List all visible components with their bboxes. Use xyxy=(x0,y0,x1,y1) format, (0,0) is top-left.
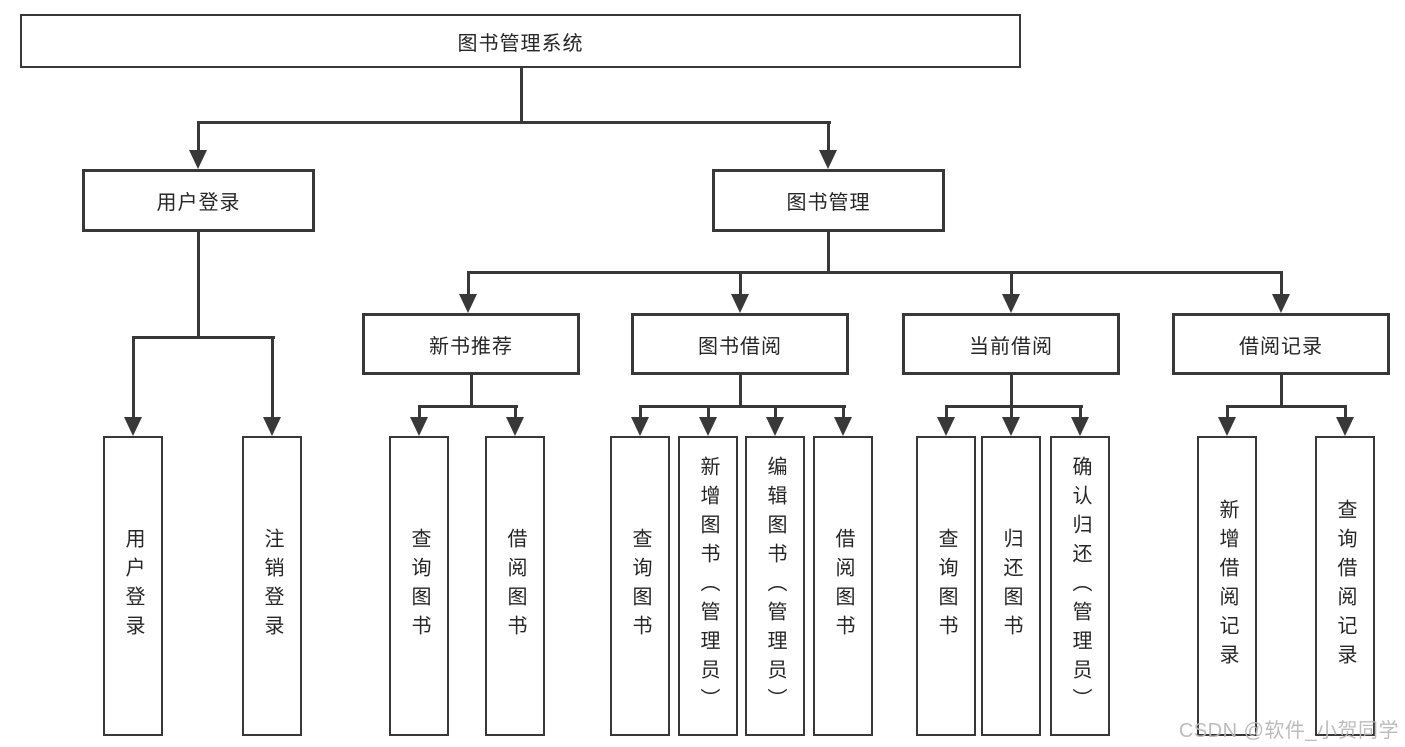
leaf-query-book-3: 查询图书 xyxy=(916,436,976,736)
node-new-book-recommend: 新书推荐 xyxy=(362,313,580,375)
connector-line xyxy=(1010,271,1013,295)
node-book-borrow-label: 图书借阅 xyxy=(698,335,782,358)
leaf-query-book-2: 查询图书 xyxy=(610,436,670,736)
arrowhead-down-icon xyxy=(459,294,477,313)
node-root-label: 图书管理系统 xyxy=(457,32,584,55)
connector-line xyxy=(1010,405,1013,418)
leaf-label: 查询借阅记录 xyxy=(1334,499,1356,673)
leaf-label: 查询图书 xyxy=(629,528,651,644)
node-borrow-record-label: 借阅记录 xyxy=(1239,335,1323,358)
connector-line xyxy=(132,336,275,339)
connector-line xyxy=(132,336,135,418)
leaf-edit-book-admin: 编辑图书（管理员） xyxy=(745,436,805,736)
connector-line xyxy=(639,405,642,418)
leaf-return-book: 归还图书 xyxy=(981,436,1041,736)
connector-line xyxy=(774,405,777,418)
node-book-borrow: 图书借阅 xyxy=(631,313,849,375)
connector-line xyxy=(827,232,830,274)
leaf-user-login: 用户登录 xyxy=(103,436,163,736)
arrowhead-down-icon xyxy=(263,417,281,436)
leaf-label: 编辑图书（管理员） xyxy=(764,455,786,717)
connector-line xyxy=(827,121,830,151)
connector-line xyxy=(197,121,831,124)
connector-line xyxy=(1226,405,1229,418)
connector-line xyxy=(467,271,470,295)
arrowhead-down-icon xyxy=(699,417,717,436)
leaf-label: 确认归还（管理员） xyxy=(1069,455,1091,717)
connector-line xyxy=(707,405,710,418)
connector-line xyxy=(418,405,421,418)
arrowhead-down-icon xyxy=(1272,294,1290,313)
leaf-label: 查询图书 xyxy=(935,528,957,644)
leaf-label: 借阅图书 xyxy=(504,528,526,644)
arrowhead-down-icon xyxy=(1071,417,1089,436)
arrowhead-down-icon xyxy=(731,294,749,313)
leaf-confirm-return-admin: 确认归还（管理员） xyxy=(1050,436,1110,736)
node-root: 图书管理系统 xyxy=(20,14,1021,68)
connector-line xyxy=(418,405,518,408)
leaf-add-borrow-record: 新增借阅记录 xyxy=(1197,436,1257,736)
connector-line xyxy=(271,336,274,418)
arrowhead-down-icon xyxy=(766,417,784,436)
connector-line xyxy=(1280,375,1283,408)
arrowhead-down-icon xyxy=(834,417,852,436)
node-current-borrow-label: 当前借阅 xyxy=(969,335,1053,358)
connector-line xyxy=(945,405,1083,408)
connector-line xyxy=(842,405,845,418)
arrowhead-down-icon xyxy=(124,417,142,436)
csdn-watermark: CSDN @软件_小贺同学 xyxy=(1178,720,1399,742)
node-book-management-label: 图书管理 xyxy=(786,192,871,214)
connector-line xyxy=(1226,405,1347,408)
node-book-management: 图书管理 xyxy=(712,169,945,232)
connector-line xyxy=(514,405,517,418)
arrowhead-down-icon xyxy=(819,150,837,169)
connector-line xyxy=(1280,271,1283,295)
leaf-label: 查询图书 xyxy=(408,528,430,644)
arrowhead-down-icon xyxy=(937,417,955,436)
arrowhead-down-icon xyxy=(1002,417,1020,436)
connector-line xyxy=(945,405,948,418)
leaf-borrow-book-2: 借阅图书 xyxy=(813,436,873,736)
leaf-label: 新增图书（管理员） xyxy=(697,455,719,717)
arrowhead-down-icon xyxy=(1336,417,1354,436)
leaf-query-borrow-record: 查询借阅记录 xyxy=(1315,436,1375,736)
connector-line xyxy=(1344,405,1347,418)
leaf-label: 用户登录 xyxy=(122,528,144,644)
connector-line xyxy=(639,405,846,408)
arrowhead-down-icon xyxy=(506,417,524,436)
leaf-label: 注销登录 xyxy=(261,528,283,644)
leaf-label: 借阅图书 xyxy=(832,528,854,644)
leaf-borrow-book-1: 借阅图书 xyxy=(485,436,545,736)
connector-line xyxy=(739,375,742,408)
leaf-label: 归还图书 xyxy=(1000,528,1022,644)
arrowhead-down-icon xyxy=(1218,417,1236,436)
connector-line xyxy=(739,271,742,295)
arrowhead-down-icon xyxy=(410,417,428,436)
leaf-label: 新增借阅记录 xyxy=(1216,499,1238,673)
connector-line xyxy=(470,375,473,408)
arrowhead-down-icon xyxy=(189,150,207,169)
connector-line xyxy=(197,121,200,151)
node-borrow-record: 借阅记录 xyxy=(1172,313,1390,375)
connector-line xyxy=(1010,375,1013,408)
connector-line xyxy=(467,271,1283,274)
node-new-book-recommend-label: 新书推荐 xyxy=(429,335,513,358)
leaf-add-book-admin: 新增图书（管理员） xyxy=(678,436,738,736)
connector-line xyxy=(197,232,200,338)
connector-line xyxy=(520,68,523,124)
node-user-login: 用户登录 xyxy=(82,169,315,232)
arrowhead-down-icon xyxy=(631,417,649,436)
node-current-borrow: 当前借阅 xyxy=(902,313,1120,375)
connector-line xyxy=(1079,405,1082,418)
node-user-login-label: 用户登录 xyxy=(156,192,241,214)
arrowhead-down-icon xyxy=(1002,294,1020,313)
leaf-query-book-1: 查询图书 xyxy=(389,436,449,736)
leaf-logout: 注销登录 xyxy=(242,436,302,736)
